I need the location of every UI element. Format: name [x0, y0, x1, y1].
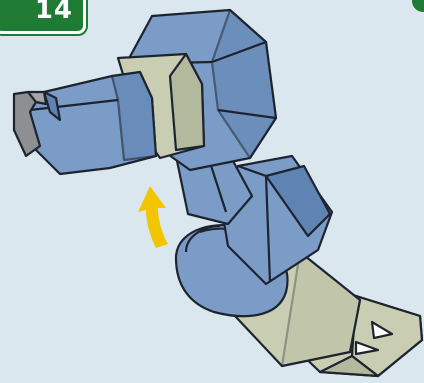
forearm-part — [30, 72, 156, 174]
curved-arrow-icon — [138, 186, 168, 248]
